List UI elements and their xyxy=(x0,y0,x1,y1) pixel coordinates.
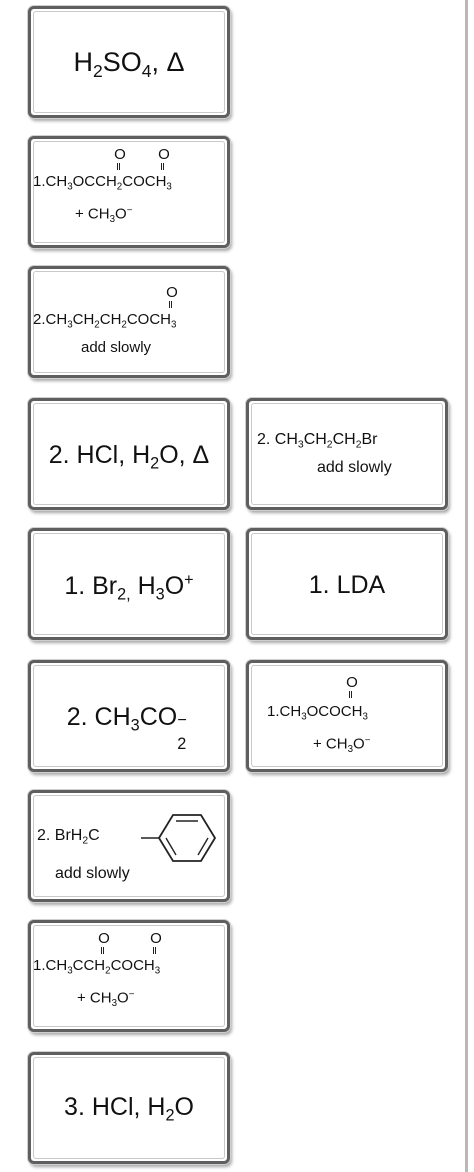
carbonyl-oxygen: O xyxy=(166,284,178,301)
reagent-tile-methyl-acetoacetate[interactable]: O O 1.CH3CCH2COCH3 + CH3O− xyxy=(28,920,230,1032)
benzene-ring-icon xyxy=(141,814,217,862)
reagent-note: add slowly xyxy=(81,339,152,356)
double-bond xyxy=(101,947,104,954)
carbonyl-oxygen: O xyxy=(158,146,170,163)
reagent-note: add slowly xyxy=(55,865,130,882)
reagent-tile-h2so4-heat[interactable]: H2SO4, Δ xyxy=(28,6,230,118)
reagent-base: + CH3O− xyxy=(75,205,133,225)
reagent-formula: 2. BrH2C xyxy=(37,827,100,847)
carbonyl-oxygen: O xyxy=(150,930,162,947)
reagent-tile-acetate[interactable]: 2. CH3CO−2 xyxy=(28,660,230,772)
reagent-label: H2SO4, Δ xyxy=(73,47,185,82)
reagent-tile-benzyl-bromide[interactable]: 2. BrH2C add slowly xyxy=(28,790,230,902)
double-bond xyxy=(153,947,156,954)
reagent-note: add slowly xyxy=(317,459,392,476)
reagent-base: + CH3O− xyxy=(77,989,135,1009)
double-bond xyxy=(349,691,352,698)
reagent-tile-bromine-acid[interactable]: 1. Br2, H3O+ xyxy=(28,528,230,640)
reagent-tile-hcl-water[interactable]: 3. HCl, H2O xyxy=(28,1052,230,1164)
carbonyl-oxygen: O xyxy=(114,146,126,163)
reagent-base: + CH3O− xyxy=(313,735,371,755)
carbonyl-oxygen: O xyxy=(346,674,358,691)
reagent-tile-methyl-butanoate[interactable]: O 2.CH3CH2CH2COCH3 add slowly xyxy=(28,266,230,378)
reagent-label: 2. HCl, H2O, Δ xyxy=(48,441,210,473)
reagent-formula: 2. CH3CH2CH2Br xyxy=(257,431,378,451)
reagent-tile-dimethyl-malonate[interactable]: O O 1.CH3OCCH2COCH3 + CH3O− xyxy=(28,136,230,248)
reagent-tile-lda[interactable]: 1. LDA xyxy=(246,528,448,640)
panel-border xyxy=(465,0,468,1172)
double-bond xyxy=(169,301,172,308)
reagent-tile-dimethyl-carbonate[interactable]: O 1.CH3OCOCH3 + CH3O− xyxy=(246,660,448,772)
reagent-label: 3. HCl, H2O xyxy=(64,1093,194,1125)
carbonyl-oxygen: O xyxy=(98,930,110,947)
reagent-formula: 1.CH3OCCH2COCH3 xyxy=(33,173,172,193)
reagent-tile-propyl-bromide[interactable]: 2. CH3CH2CH2Br add slowly xyxy=(246,398,448,510)
double-bond xyxy=(117,163,120,170)
reagent-label: 1. LDA xyxy=(308,571,386,599)
reagent-formula: 1.CH3OCOCH3 xyxy=(267,703,368,723)
reagent-tile-hcl-water-heat[interactable]: 2. HCl, H2O, Δ xyxy=(28,398,230,510)
reagent-label: 2. CH3CO−2 xyxy=(66,703,187,753)
reagent-formula: 1.CH3CCH2COCH3 xyxy=(33,957,161,977)
reagent-label: 1. Br2, H3O+ xyxy=(64,571,194,604)
reagent-formula: 2.CH3CH2CH2COCH3 xyxy=(33,311,177,331)
double-bond xyxy=(161,163,164,170)
